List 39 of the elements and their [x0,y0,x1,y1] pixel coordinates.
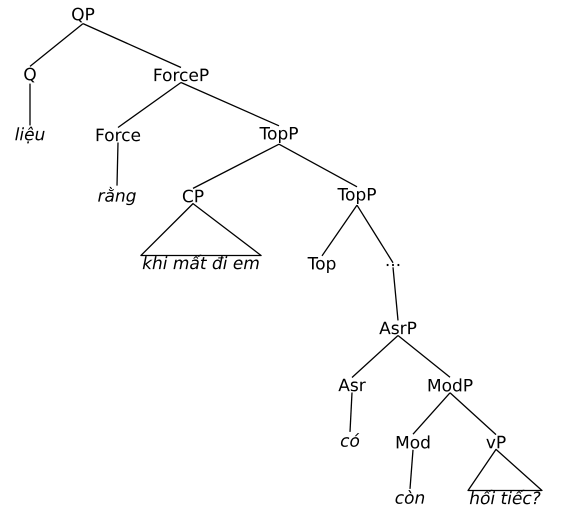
branch-line [450,392,496,436]
branch-line [412,392,450,435]
branch-line [118,82,182,128]
branch-line [352,335,398,378]
branch-line [349,392,353,432]
category-label: Top [308,257,336,273]
branch-line [180,82,280,126]
word-label: liệu [15,126,45,144]
word-label: còn [396,490,424,504]
category-label: TopP [260,127,298,143]
category-label: ... [386,264,400,266]
category-label: Force [96,128,140,142]
category-label: vP [486,436,506,448]
triangle [467,448,543,492]
category-label: QP [72,8,94,22]
branch-line [116,142,119,186]
triangle [140,202,262,256]
branch-line [278,144,358,188]
branch-line [82,23,182,68]
branch-line [30,23,84,67]
category-label: ForceP [154,68,209,82]
category-label: AsrP [379,322,416,334]
branch-line [192,144,280,189]
branch-line [321,204,358,256]
category-label: Mod [396,435,430,449]
branch-line [392,267,399,321]
category-label: Q [24,68,36,82]
branch-line [409,450,414,489]
category-label: ModP [428,378,472,392]
category-label: Asr [338,378,366,392]
category-label: TopP [338,188,376,204]
word-label: khi mất đi em [142,254,259,270]
category-label: CP [182,190,204,202]
word-label: hối tiếc? [470,490,540,504]
branch-line [356,204,394,264]
word-label: rằng [98,186,136,206]
word-label: có [340,433,360,447]
branch-line [29,84,31,126]
branch-line [398,335,450,378]
